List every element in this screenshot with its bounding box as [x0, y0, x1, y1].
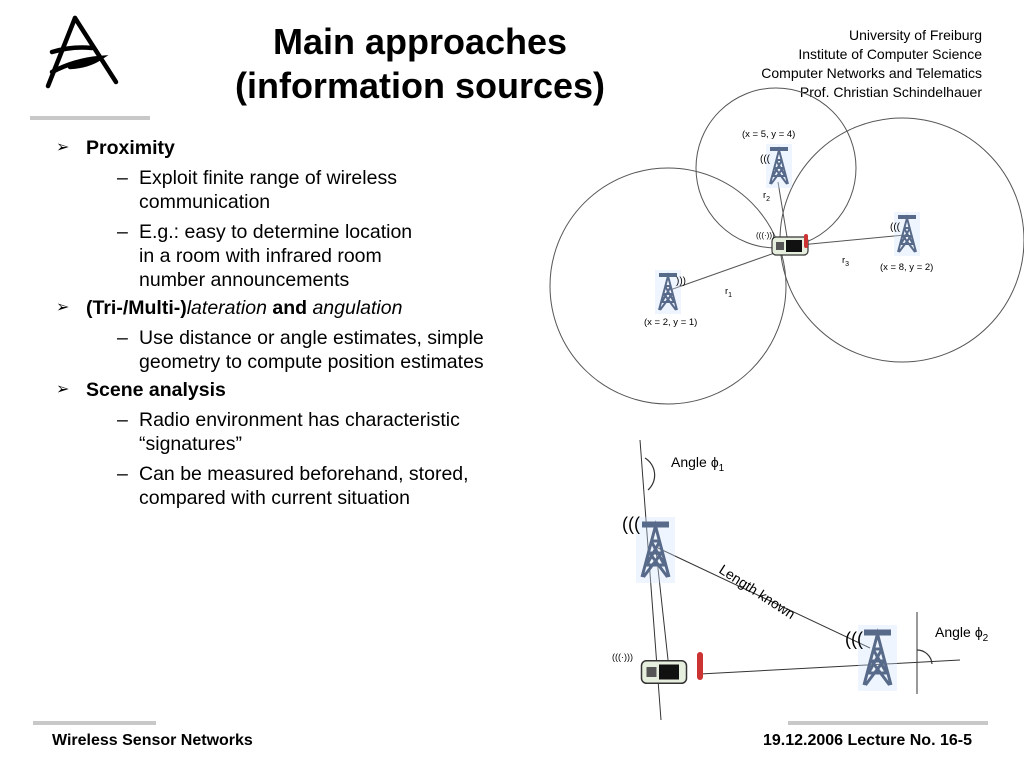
radius-line-r3	[799, 234, 906, 246]
dash-marker: –	[117, 221, 128, 243]
bullet-list: ➢ Proximity – Exploit finite range of wi…	[56, 132, 556, 510]
sub-bullet-line: Exploit finite range of wireless	[139, 167, 397, 189]
anchor-tower-icon	[893, 211, 921, 257]
radio-wave-icon: (((·)))	[756, 231, 775, 240]
dash-marker: –	[117, 409, 128, 431]
header-divider	[30, 116, 150, 120]
title-line-2: (information sources)	[234, 65, 606, 106]
university-logo-icon	[45, 15, 119, 89]
sub-bullet-line: in a room with infrared room	[139, 245, 382, 267]
radius-label-r3: r3	[842, 255, 849, 268]
bearing-line	[699, 659, 961, 675]
bullet-heading-italic: lateration	[186, 297, 267, 319]
bullet-arrow-icon: ➢	[56, 381, 70, 398]
bullet-heading-italic: angulation	[312, 297, 403, 319]
bullet-lateration: ➢ (Tri-/Multi-)lateration and angulation	[56, 296, 556, 320]
radius-line-r1	[669, 249, 784, 291]
bullet-heading: and	[266, 297, 313, 319]
radio-wave-icon: (((	[622, 514, 640, 534]
bullet-heading: Proximity	[86, 137, 175, 159]
sub-bullet-line: Can be measured beforehand, stored,	[139, 463, 469, 485]
dash-marker: –	[117, 463, 128, 485]
bullet-proximity: ➢ Proximity	[56, 136, 556, 160]
radio-wave-icon: (((	[890, 222, 901, 233]
angle-arc-2	[916, 649, 933, 665]
institution-line: Institute of Computer Science	[798, 46, 982, 62]
anchor-tower-icon	[765, 143, 793, 189]
sub-bullet-line: communication	[139, 191, 271, 213]
sensor-device-icon	[640, 660, 688, 684]
trilateration-diagram: ((( ((( ))) (((·))) (x = 5, y = 4) (x = …	[549, 87, 1024, 405]
bullet-scene-analysis: ➢ Scene analysis	[56, 378, 556, 402]
sub-bullet: – Can be measured beforehand, stored, co…	[56, 462, 556, 510]
footer-course-title: Wireless Sensor Networks	[52, 732, 253, 749]
bullet-heading: Scene analysis	[86, 379, 226, 401]
sub-bullet-line: E.g.: easy to determine location	[139, 221, 413, 243]
footer-divider-left	[33, 721, 156, 725]
radius-line-r2	[777, 181, 789, 244]
node-label-a: (x = 5, y = 4)	[742, 129, 795, 140]
dash-marker: –	[117, 327, 128, 349]
footer-date-lecture: 19.12.2006 Lecture No. 16-5	[762, 732, 972, 749]
dash-marker: –	[117, 167, 128, 189]
sensor-thermometer-icon	[697, 652, 703, 680]
sub-bullet-line: compared with current situation	[139, 487, 410, 509]
bullet-heading: (Tri-/Multi-)	[86, 297, 187, 319]
node-label-b: (x = 8, y = 2)	[880, 262, 933, 273]
sub-bullet: – E.g.: easy to determine location in a …	[56, 220, 556, 292]
anchor-tower-icon	[856, 623, 899, 693]
institution-line: University of Freiburg	[848, 27, 982, 43]
sub-bullet: – Use distance or angle estimates, simpl…	[56, 326, 556, 374]
sub-bullet: – Exploit finite range of wireless commu…	[56, 166, 556, 214]
radio-wave-icon: (((	[845, 629, 863, 649]
institution-line: Prof. Christian Schindelhauer	[799, 84, 982, 100]
baseline-line	[657, 547, 871, 649]
footer-divider-right	[788, 721, 988, 725]
bullet-arrow-icon: ➢	[56, 299, 70, 316]
sub-bullet-line: Use distance or angle estimates, simple	[139, 327, 484, 349]
sub-bullet-line: geometry to compute position estimates	[139, 351, 484, 373]
range-circle-r1	[549, 167, 787, 405]
bullet-arrow-icon: ➢	[56, 139, 70, 156]
node-label-c: (x = 2, y = 1)	[644, 317, 697, 328]
radio-wave-icon: (((·)))	[612, 652, 633, 662]
sensor-device-icon	[771, 236, 809, 256]
length-known-label: Length known	[716, 561, 798, 622]
radius-label-r1: r1	[725, 286, 732, 299]
angle-arc-1	[644, 457, 656, 491]
sub-bullet: – Radio environment has characteristic “…	[56, 408, 556, 456]
radius-label-r2: r2	[763, 190, 770, 203]
sub-bullet-line: Radio environment has characteristic	[139, 409, 460, 431]
title-line-1: Main approaches	[272, 21, 568, 62]
institution-line: Computer Networks and Telematics	[761, 65, 982, 81]
anchor-tower-icon	[634, 515, 677, 585]
sub-bullet-line: “signatures”	[139, 433, 242, 455]
radio-wave-icon: (((	[760, 154, 771, 165]
institution-block: University of Freiburg Institute of Comp…	[761, 26, 982, 102]
sensor-thermometer-icon	[804, 234, 808, 248]
sub-bullet-line: number announcements	[139, 269, 350, 291]
radio-wave-icon: )))	[676, 276, 686, 287]
slide-title: Main approaches (information sources)	[200, 20, 640, 108]
